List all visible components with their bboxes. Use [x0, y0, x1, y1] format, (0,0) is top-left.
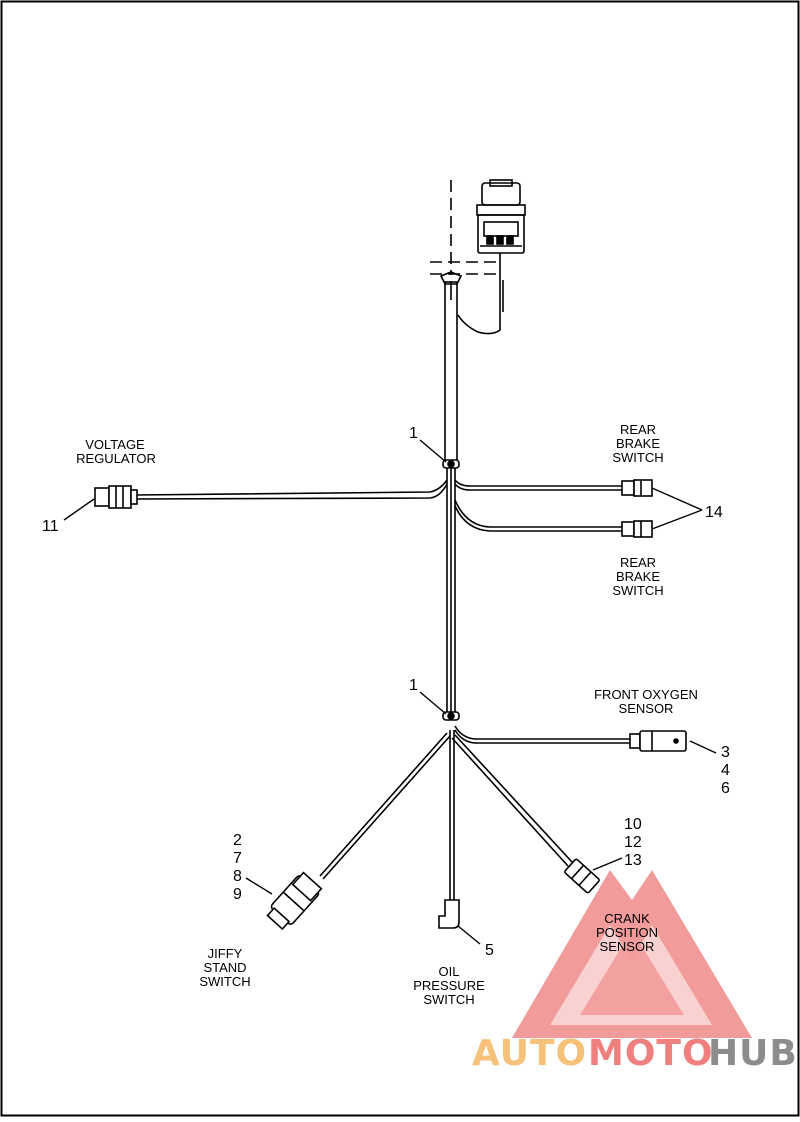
- label-jiffy-1: JIFFY: [208, 946, 243, 961]
- label-crank-3: SENSOR: [600, 939, 655, 954]
- callout-rear-brake: 14: [705, 504, 723, 521]
- watermark-moto: MOTO: [588, 1033, 714, 1074]
- label-rear-brake-top-2: BRAKE: [616, 436, 660, 451]
- label-rear-brake-bottom-1: REAR: [620, 555, 656, 570]
- callout-numbers: 1 1 11 14 3 4 6 10 12 13 2 7 8 9 5: [42, 425, 730, 959]
- leader-lines: [63, 439, 717, 945]
- label-rear-brake-top-1: REAR: [620, 422, 656, 437]
- callout-clip-upper: 1: [409, 425, 418, 442]
- label-rear-brake-bottom-3: SWITCH: [612, 583, 663, 598]
- oil-pressure-switch-connector: [438, 899, 460, 929]
- oxygen-sensor-branch: [454, 725, 687, 752]
- crank-sensor-connector: [564, 858, 600, 894]
- callout-oil-pressure: 5: [485, 942, 494, 959]
- voltage-regulator-connector: [94, 487, 110, 507]
- label-rear-brake-bottom-2: BRAKE: [616, 569, 660, 584]
- jiffy-stand-connector: [266, 871, 323, 931]
- callout-jiffy-1: 2: [233, 832, 242, 849]
- label-voltage-line-2: REGULATOR: [76, 451, 156, 466]
- label-voltage-line-1: VOLTAGE: [85, 437, 145, 452]
- watermark-text: AUTO MOTO HUB: [472, 1033, 798, 1074]
- rear-brake-branch-lower: [454, 499, 653, 538]
- trunk-terminal: [439, 271, 463, 285]
- rear-brake-connector-lower: [621, 521, 635, 537]
- watermark-auto: AUTO: [472, 1033, 587, 1074]
- rear-brake-connector-upper: [621, 480, 635, 496]
- label-jiffy-3: SWITCH: [199, 974, 250, 989]
- connector-body: [477, 214, 525, 254]
- label-crank-2: POSITION: [596, 925, 658, 940]
- callout-jiffy-2: 7: [233, 850, 242, 867]
- oil-pressure-branch: [438, 730, 460, 929]
- callout-jiffy-4: 9: [233, 886, 242, 903]
- callout-oxygen-1: 3: [721, 744, 730, 761]
- watermark-hub: HUB: [708, 1033, 798, 1074]
- harness-trunk: [439, 271, 463, 712]
- label-oil-2: PRESSURE: [413, 978, 485, 993]
- clip-upper: [442, 459, 460, 469]
- label-jiffy-2: STAND: [203, 960, 246, 975]
- callout-oxygen-2: 4: [721, 762, 730, 779]
- watermark-logo: [512, 870, 752, 1038]
- oxygen-sensor-connector: [639, 730, 687, 752]
- label-oil-3: SWITCH: [423, 992, 474, 1007]
- callout-crank-1: 10: [624, 816, 642, 833]
- component-labels: VOLTAGE REGULATOR REAR BRAKE SWITCH REAR…: [76, 422, 698, 1007]
- trunk-sleeve-upper: [444, 281, 458, 465]
- label-oxygen-2: SENSOR: [619, 701, 674, 716]
- main-connector-assembly: [430, 179, 526, 335]
- callout-clip-lower: 1: [409, 677, 418, 694]
- label-oil-1: OIL: [439, 964, 460, 979]
- label-oxygen-1: FRONT OXYGEN: [594, 687, 698, 702]
- clip-lower: [442, 711, 460, 721]
- crank-sensor-branch: [451, 734, 600, 894]
- voltage-regulator-branch: [94, 479, 448, 509]
- rear-brake-branch-upper: [454, 479, 653, 497]
- callout-oxygen-3: 6: [721, 780, 730, 797]
- callout-voltage-regulator: 11: [42, 518, 59, 535]
- jiffy-stand-branch: [266, 732, 451, 931]
- label-crank-1: CRANK: [604, 911, 650, 926]
- callout-crank-3: 13: [624, 852, 642, 869]
- callout-jiffy-3: 8: [233, 868, 242, 885]
- label-rear-brake-top-3: SWITCH: [612, 450, 663, 465]
- callout-crank-2: 12: [624, 834, 642, 851]
